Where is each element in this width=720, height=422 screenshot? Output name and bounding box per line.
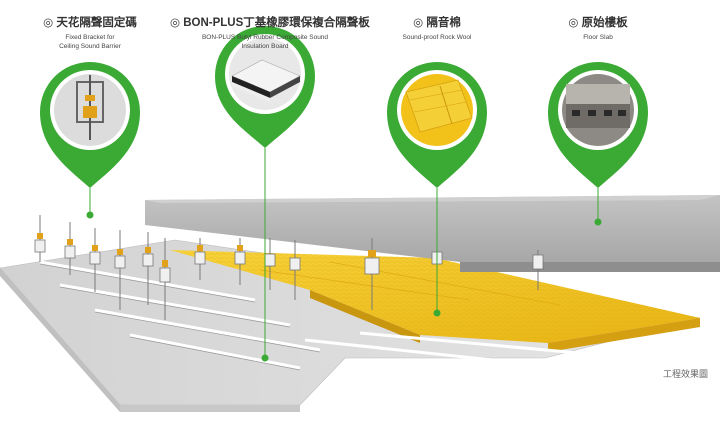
composite-board-icon xyxy=(231,59,301,102)
label-rock-wool-en: Sound-proof Rock Wool xyxy=(402,34,472,41)
rock-wool-layer xyxy=(170,250,700,352)
label-fixed-bracket-zh: ◎ 天花隔聲固定碼 xyxy=(43,17,137,29)
rock-wool-icon xyxy=(405,79,473,133)
floor-slab xyxy=(145,195,720,272)
label-fixed-bracket-en: Fixed Bracket for Ceiling Sound Barrier xyxy=(59,34,121,50)
label-composite-board-en: BON-PLUS Butyl Rubber Composite Sound In… xyxy=(201,34,329,50)
connector-dot xyxy=(433,309,441,317)
label-floor-slab-zh: ◎ 原始樓板 xyxy=(568,17,628,29)
label-fixed-bracket: ◎ 天花隔聲固定碼 Fixed Bracket for Ceiling Soun… xyxy=(20,14,160,51)
diagram-caption: 工程效果圖 xyxy=(662,369,708,379)
label-composite-board-zh: ◎ BON-PLUS丁基橡膠環保複合隔聲板 xyxy=(170,17,370,29)
label-rock-wool-zh: ◎ 隔音棉 xyxy=(413,17,461,29)
pin-fixed-bracket xyxy=(40,62,140,188)
label-floor-slab-en: Floor Slab xyxy=(583,34,613,41)
callout-connectors xyxy=(89,148,599,358)
floor-slab-icon xyxy=(566,84,630,128)
connector-dot xyxy=(594,218,602,226)
label-floor-slab: ◎ 原始樓板 Floor Slab xyxy=(548,14,648,42)
connector-dot xyxy=(261,354,269,362)
label-composite-board: ◎ BON-PLUS丁基橡膠環保複合隔聲板 BON-PLUS Butyl Rub… xyxy=(170,14,370,51)
pin-rock-wool xyxy=(387,62,487,188)
pin-composite-board xyxy=(215,26,315,148)
pin-floor-slab xyxy=(548,62,648,188)
connector-dot xyxy=(86,211,94,219)
label-rock-wool: ◎ 隔音棉 Sound-proof Rock Wool xyxy=(377,14,497,42)
